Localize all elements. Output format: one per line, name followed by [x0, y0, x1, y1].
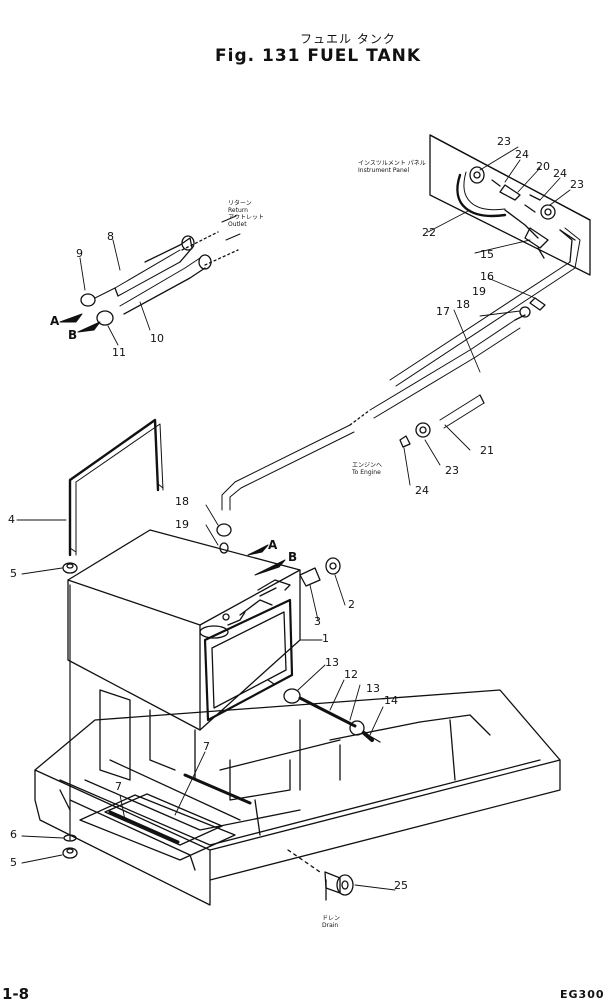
tank-fittings — [216, 523, 341, 587]
model-code: EG300 — [560, 988, 605, 1001]
engine-note-en: To Engine — [352, 469, 381, 476]
callout-7-lower: 7 — [115, 780, 122, 793]
callout-19-right: 19 — [472, 285, 486, 298]
callout-3: 3 — [314, 615, 321, 628]
fuel-pipe-17 — [221, 314, 526, 511]
return-and-outlet-pipes — [80, 231, 239, 326]
connection-label-b: B — [68, 328, 78, 342]
callout-13-upper: 13 — [325, 656, 339, 669]
fuel-tank — [67, 529, 301, 731]
callout-18-right: 18 — [456, 298, 470, 311]
return-note-en: Return — [228, 207, 248, 214]
callout-16: 16 — [480, 270, 494, 283]
callout-14: 14 — [384, 694, 398, 707]
figure-title-japanese: フュエル タンク — [300, 32, 396, 46]
callout-18-left: 18 — [175, 495, 189, 508]
instrument-panel-fittings — [429, 134, 591, 318]
callout-9: 9 — [76, 247, 83, 260]
connection-arrows-pipes — [59, 215, 241, 333]
outlet-note-jp: アウトレット — [228, 214, 265, 221]
nuts-and-washers — [62, 562, 78, 859]
callout-12: 12 — [344, 668, 358, 681]
page-number: 1-8 — [2, 985, 30, 1003]
leader-lines — [16, 146, 571, 891]
callout-25: 25 — [394, 879, 408, 892]
callout-11: 11 — [112, 346, 126, 359]
callout-21: 21 — [480, 444, 494, 457]
callout-23-right: 23 — [570, 178, 584, 191]
callout-13-lower: 13 — [366, 682, 380, 695]
drain-note: ドレン Drain — [322, 915, 340, 929]
callout-24-right: 24 — [553, 167, 567, 180]
callout-23-bottom: 23 — [445, 464, 459, 477]
callout-23-top: 23 — [497, 135, 511, 148]
drain-note-jp: ドレン — [322, 915, 341, 922]
connection-label-a-tank: A — [268, 538, 278, 552]
callout-20: 20 — [536, 160, 550, 173]
panel-note-en: Instrument Panel — [358, 167, 410, 174]
tank-guard-pipe — [68, 418, 164, 841]
drain-hose-assembly — [283, 688, 381, 743]
callout-10: 10 — [150, 332, 164, 345]
drain-cock — [287, 849, 354, 901]
callout-7-upper: 7 — [203, 740, 210, 753]
connection-label-b-tank: B — [288, 550, 298, 564]
callout-2: 2 — [348, 598, 355, 611]
figure-title: Fig. 131 FUEL TANK — [215, 46, 422, 66]
callout-5-top: 5 — [10, 567, 17, 580]
callout-24-bottom: 24 — [415, 484, 429, 497]
engine-note-jp: エンジンへ — [352, 462, 383, 469]
callout-4: 4 — [8, 513, 15, 526]
callout-17: 17 — [436, 305, 450, 318]
fuel-pipe-21 — [389, 227, 581, 448]
callout-1: 1 — [322, 632, 329, 645]
return-note: リターン Return アウトレット Outlet — [228, 200, 264, 228]
drain-note-en: Drain — [322, 922, 339, 929]
callout-22: 22 — [422, 226, 436, 239]
return-note-jp: リターン — [228, 200, 252, 207]
connection-arrows-tank — [247, 544, 286, 576]
machine-frame — [34, 689, 561, 906]
instrument-panel-note: インスツルメント パネル Instrument Panel — [358, 160, 426, 174]
callout-5-bottom: 5 — [10, 856, 17, 869]
to-engine-note: エンジンへ To Engine — [352, 462, 382, 476]
callout-24-top: 24 — [515, 148, 529, 161]
callout-19-left: 19 — [175, 518, 189, 531]
callout-15: 15 — [480, 248, 494, 261]
outlet-note-en: Outlet — [228, 221, 247, 228]
callout-6: 6 — [10, 828, 17, 841]
panel-note-jp: インスツルメント パネル — [358, 160, 426, 167]
callout-8: 8 — [107, 230, 114, 243]
connection-label-a: A — [50, 314, 60, 328]
